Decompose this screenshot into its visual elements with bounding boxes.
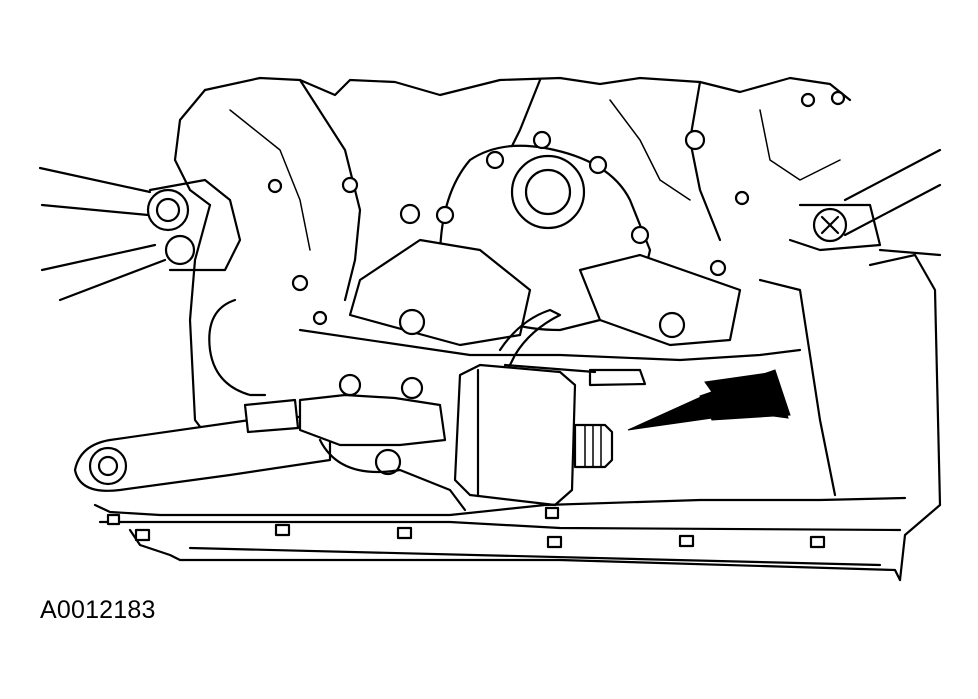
link-arm-bore-inner: [97, 455, 119, 477]
pump-arm-right: [578, 253, 742, 347]
brace-line-left-3: [40, 243, 157, 272]
engine-detail-line-3: [759, 109, 841, 181]
sensor-tube: [498, 308, 562, 377]
left-mount-bracket: [148, 178, 242, 272]
oil-tube: [588, 368, 647, 387]
sensor-connector-body: [298, 393, 447, 447]
left-mount-boss: [146, 188, 190, 232]
oil-pan-flange: [93, 496, 907, 517]
oil-pan-rail: [98, 520, 902, 532]
right-bolt-head: [820, 215, 840, 235]
oil-tube-line: [503, 363, 597, 374]
oil-filter-nipple-thread: [584, 424, 602, 468]
right-mount-bracket: [788, 203, 882, 252]
brace-line-right-3: [878, 248, 942, 257]
engine-block-left-upper: [173, 88, 212, 207]
left-mount-bore: [155, 197, 181, 223]
sensor-bolt-2: [400, 376, 424, 400]
upper-bolt-left: [399, 203, 421, 225]
pointer-arrow-body: [699, 369, 791, 421]
brace-line-right-2: [843, 183, 942, 237]
brace-line-left-4: [58, 258, 167, 302]
small-bolt-2: [312, 310, 328, 326]
right-housing: [868, 253, 942, 582]
oil-filter-housing: [453, 363, 577, 507]
oil-pan-sump: [188, 546, 882, 567]
pump-arm-left: [348, 238, 532, 347]
pump-bolt-4: [435, 205, 455, 225]
small-bolt-3: [709, 259, 727, 277]
pump-arm-right-bolt: [658, 311, 686, 339]
small-bolt-7: [830, 90, 846, 106]
sensor-bolt-3: [374, 448, 402, 476]
left-casing: [188, 203, 212, 442]
brace-line-left-1: [38, 166, 152, 194]
pump-outlet-bore: [524, 168, 572, 216]
figure-id-label: A0012183: [40, 596, 156, 624]
left-mount-boss-lower: [164, 234, 196, 266]
small-bolt-5: [267, 178, 283, 194]
upper-bolt-right: [684, 129, 706, 151]
pump-bolt-2: [588, 155, 608, 175]
pump-arm-left-bolt: [398, 308, 426, 336]
engine-head-ridge-left: [298, 78, 362, 302]
right-housing-inner: [758, 278, 837, 497]
upper-bolt-far-left: [341, 176, 359, 194]
engine-detail-line-1: [229, 109, 311, 251]
link-arm-bore: [88, 446, 128, 486]
oil-pan-lower: [128, 528, 902, 582]
sensor-bolt-1: [338, 373, 362, 397]
engine-detail-line-2: [609, 99, 691, 201]
engine-head-ridge-right: [688, 80, 722, 242]
pump-bolt-1: [485, 150, 505, 170]
left-casing-cutout: [208, 298, 267, 397]
pump-bolt-3: [630, 225, 650, 245]
oil-pan-bolts: [106, 506, 826, 549]
sensor-plug: [243, 398, 300, 434]
engine-block-top-edge: [203, 76, 852, 102]
small-bolt-1: [291, 274, 309, 292]
brace-line-right-1: [843, 148, 942, 202]
brace-line-left-2: [40, 203, 150, 217]
small-bolt-6: [800, 92, 816, 108]
sensor-wire: [318, 438, 467, 512]
upper-bolt-mid: [532, 130, 552, 150]
mid-casing-line: [298, 328, 802, 362]
small-bolt-4: [734, 190, 750, 206]
